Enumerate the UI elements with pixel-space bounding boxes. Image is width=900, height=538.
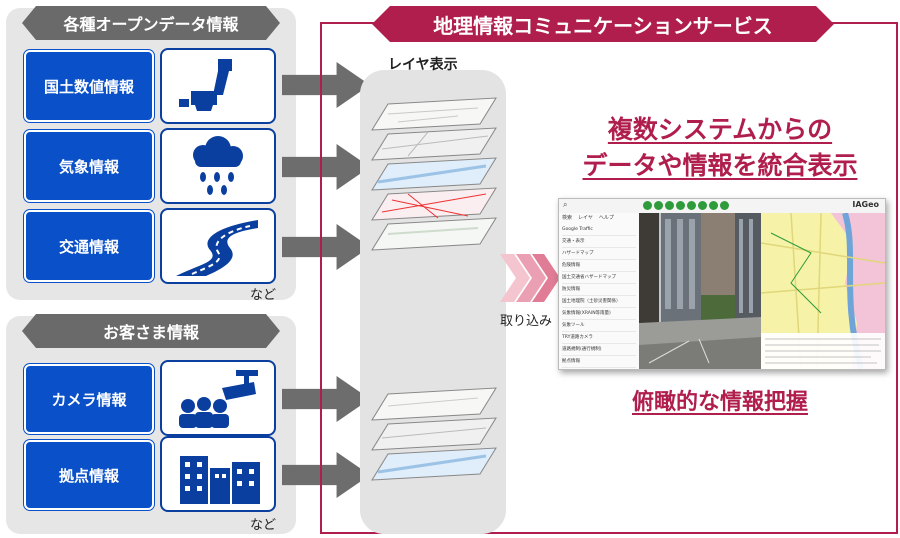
map-layers-bottom (371, 387, 497, 481)
weather-info-box: 気象情報 (24, 130, 154, 202)
traffic-info-box: 交通情報 (24, 210, 154, 282)
road-icon (176, 220, 258, 276)
ingest-label: 取り込み (500, 314, 553, 329)
map-layer-4 (371, 187, 497, 221)
sidebar-item: 防災情報 (562, 284, 636, 296)
base-info-box: 拠点情報 (24, 440, 154, 510)
menu-layer: レイヤ (578, 215, 593, 221)
map-layer-2 (371, 127, 497, 161)
toolbar-button-3 (665, 201, 674, 210)
japan-map-icon (179, 59, 232, 111)
sidebar-item: 交通・表示 (562, 236, 636, 248)
weather-icon-box (160, 128, 276, 204)
open-data-etc-label: など (250, 288, 277, 303)
ingest-arrows (500, 254, 560, 302)
headline-line-2: データや情報を統合表示 (582, 151, 858, 180)
sidebar-item: Google Traffic (562, 224, 636, 236)
street-view-image (639, 213, 761, 369)
sidebar-item: 危険情報 (562, 260, 636, 272)
service-title: 地理情報コミュニケーションサービス (372, 6, 834, 42)
menu-help: ヘルプ (598, 215, 614, 221)
app-sidebar: 検索 レイヤ ヘルプ Google Traffic 交通・表示 ハザードマップ … (559, 213, 640, 369)
toolbar-button-2 (654, 201, 663, 210)
map-layer-7 (371, 417, 497, 451)
toolbar-button-6 (698, 201, 707, 210)
security-camera-icon (179, 370, 258, 428)
map-layer-5 (371, 217, 497, 251)
sidebar-menu: 検索 レイヤ ヘルプ (559, 213, 639, 222)
caption: 俯瞰的な情報把握 (631, 390, 808, 415)
search-icon: ⌕ (563, 200, 568, 209)
toolbar-button-1 (643, 201, 652, 210)
customer-data-header: お客さま情報 (22, 314, 280, 348)
map-layers-top (371, 97, 497, 251)
map-layer-6 (371, 387, 497, 421)
national-land-icon-box (160, 48, 276, 124)
toolbar-button-8 (720, 201, 729, 210)
sidebar-list: Google Traffic 交通・表示 ハザードマップ 危険情報 国土交通省ハ… (559, 222, 639, 369)
sidebar-item: 気象情報(XRAIN等雨量) (562, 308, 636, 320)
map-layer-8 (371, 447, 497, 481)
sidebar-item: 道路規制(通行規制) (562, 344, 636, 356)
app-toolbar: ⌕ IAGeo (559, 199, 885, 214)
national-land-info-box: 国土数値情報 (24, 50, 154, 122)
app-screenshot: ⌕ IAGeo 検索 レイヤ ヘルプ Google Traffic 交通・表示 … (558, 198, 886, 370)
camera-info-box: カメラ情報 (24, 364, 154, 434)
camera-icon-box (160, 360, 276, 436)
sidebar-item: TRY道路カメラ (562, 332, 636, 344)
building-icon (180, 456, 260, 504)
rain-cloud-icon (193, 136, 243, 195)
layer-label: レイヤ表示 (388, 57, 458, 73)
headline-line-1: 複数システムからの (607, 115, 833, 144)
sidebar-item: 国土地理院（土砂災害関係） (562, 296, 636, 308)
app-logo: IAGeo (852, 200, 879, 209)
map-view-image (761, 213, 885, 369)
map-layer-3 (371, 157, 497, 191)
sidebar-item: 気象ツール (562, 320, 636, 332)
toolbar-button-7 (709, 201, 718, 210)
sidebar-item: 拠点情報 (562, 356, 636, 368)
menu-search: 検索 (562, 215, 573, 221)
toolbar-button-5 (687, 201, 696, 210)
building-icon-box (160, 436, 276, 512)
toolbar-buttons (643, 201, 729, 210)
customer-data-etc-label: など (250, 518, 277, 533)
map-layer-1 (371, 97, 497, 131)
sidebar-item: ハザードマップ (562, 248, 636, 260)
traffic-icon-box (160, 208, 276, 284)
toolbar-button-4 (676, 201, 685, 210)
open-data-header: 各種オープンデータ情報 (22, 6, 280, 40)
sidebar-item: 国土交通省ハザードマップ (562, 272, 636, 284)
